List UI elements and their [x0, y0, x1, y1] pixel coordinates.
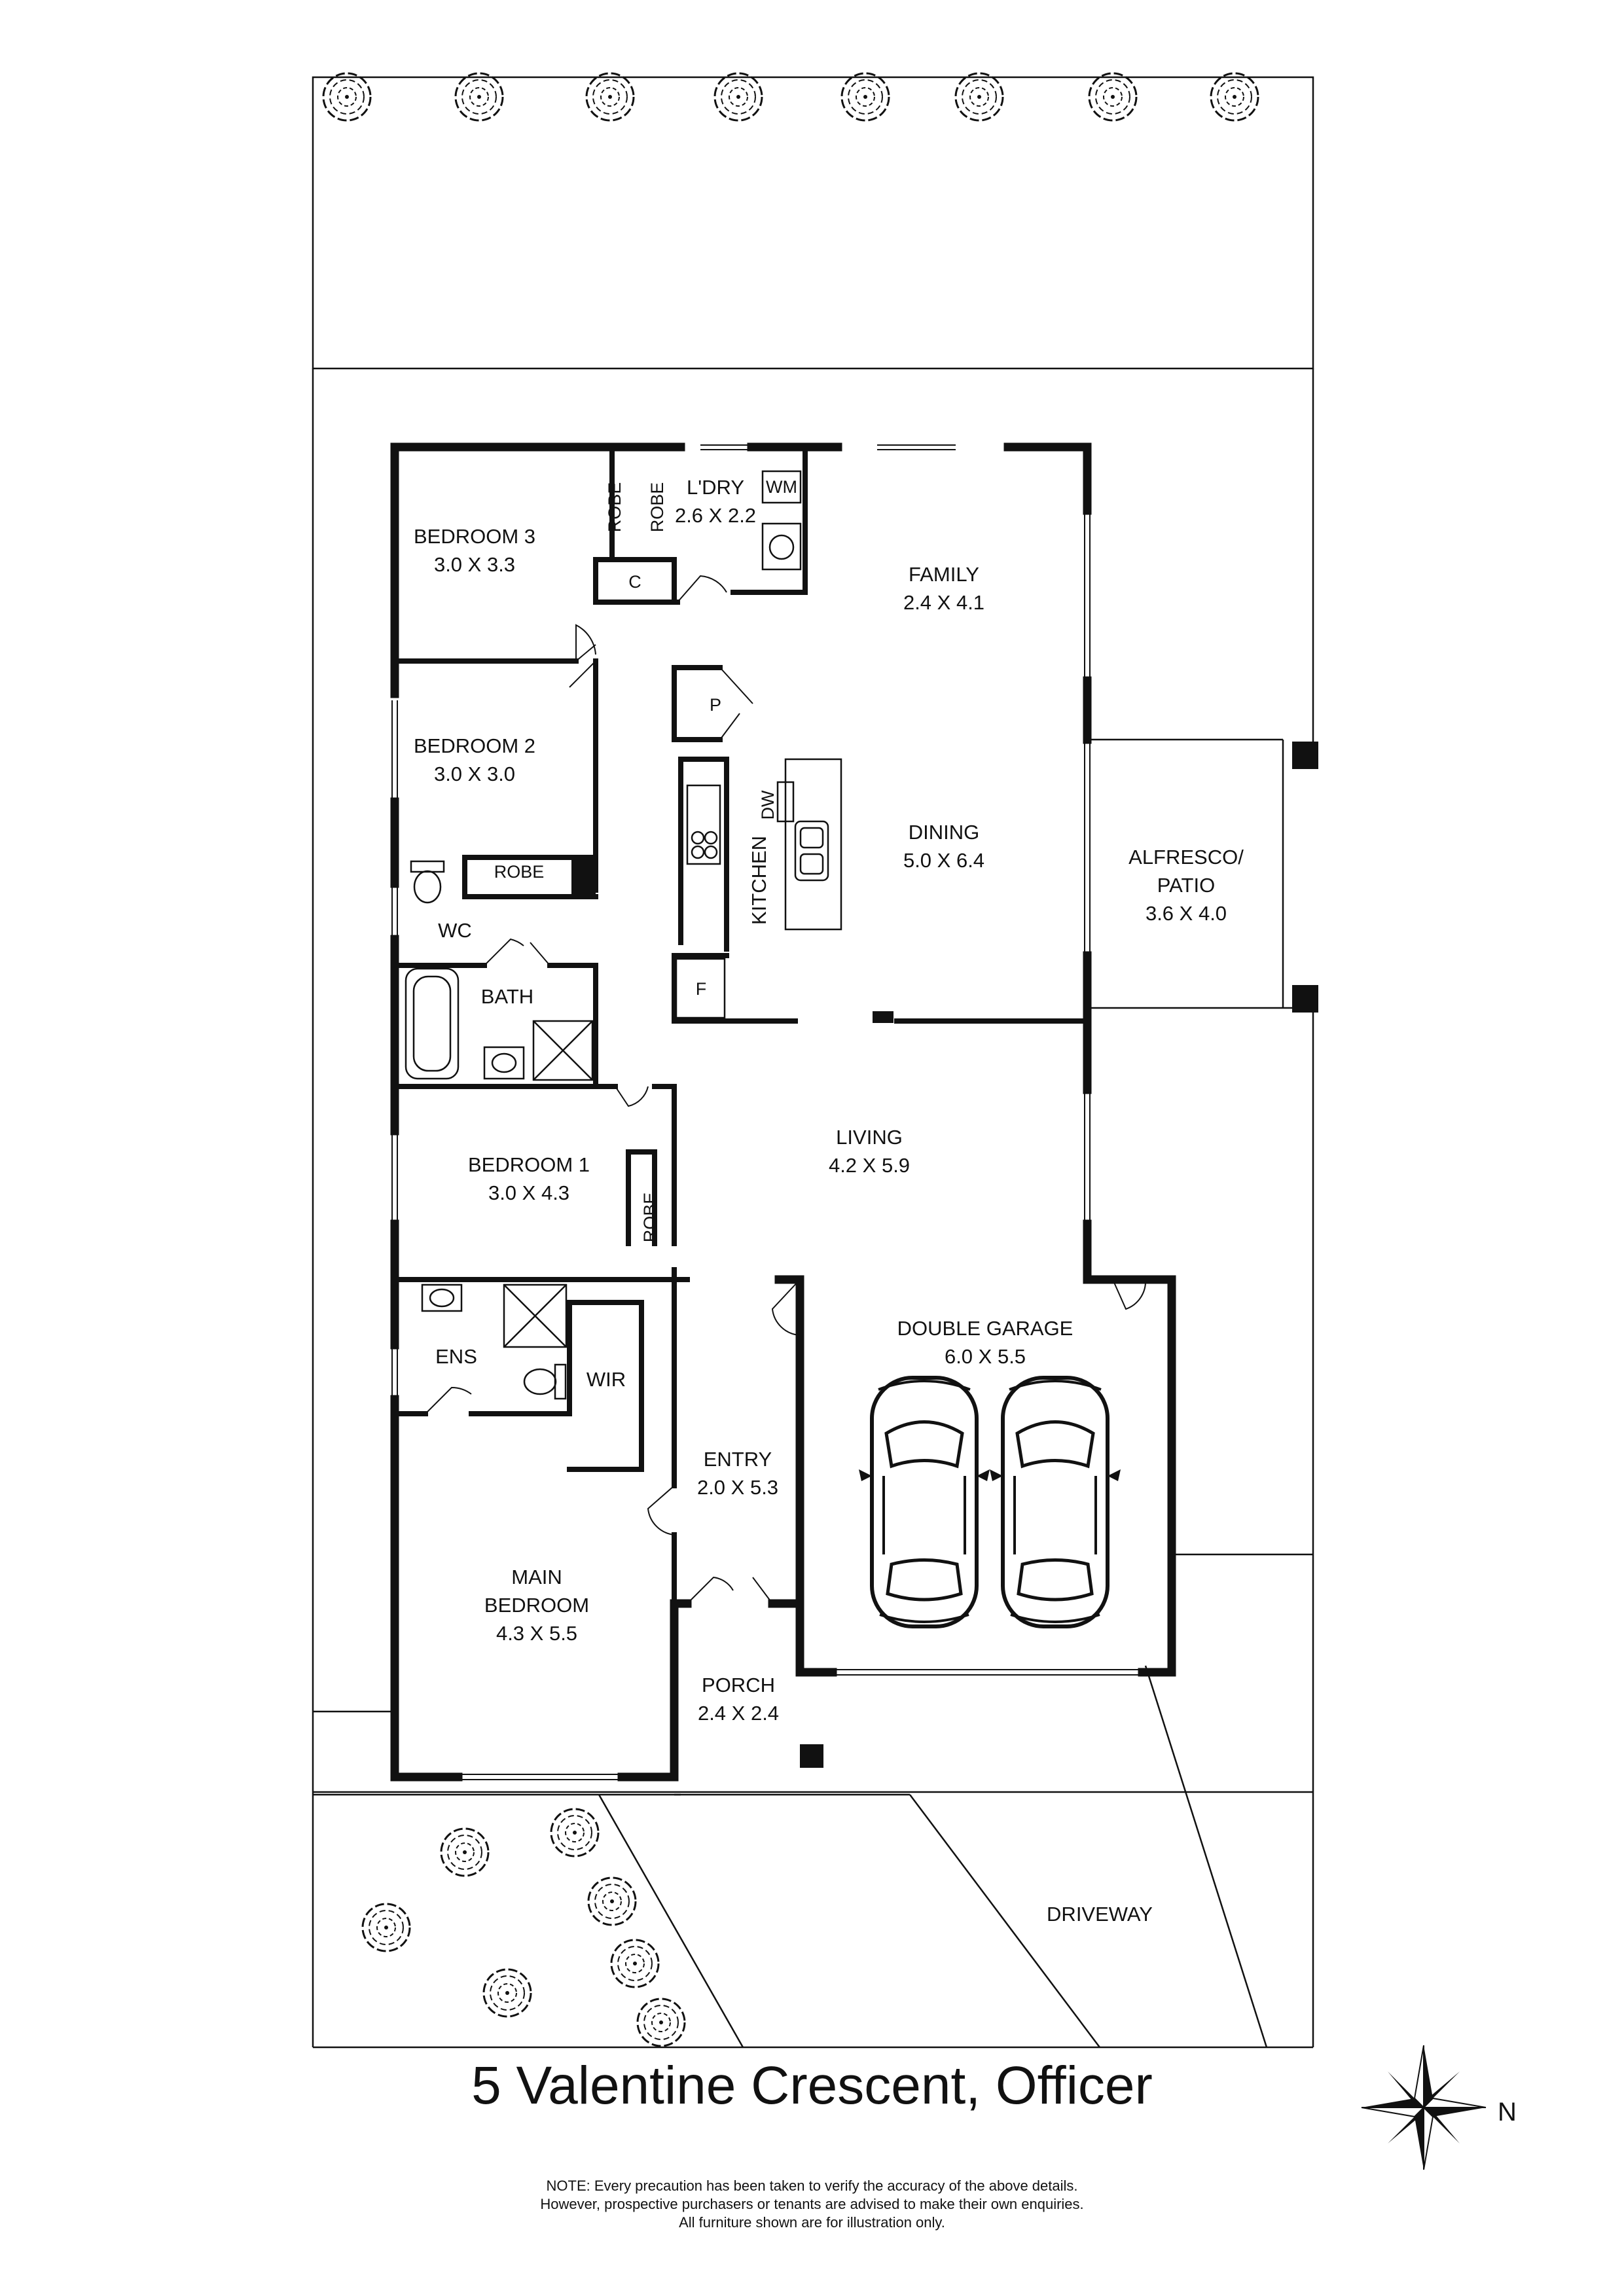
- laundry-trough: [761, 522, 802, 571]
- tree-icon: [610, 1939, 660, 1988]
- north-label: N: [1498, 2098, 1517, 2126]
- room-name-alfresco-1: ALFRESCO/: [1128, 846, 1244, 869]
- site-boundary: [312, 76, 1314, 2049]
- tree-icon: [1088, 72, 1138, 122]
- fridge-space: [675, 958, 726, 1019]
- robe-label: ROBE: [640, 1193, 660, 1243]
- room-size-living: 4.2 X 5.9: [829, 1154, 910, 1177]
- wm-label: WM: [766, 477, 797, 497]
- area-name-driveway: DRIVEWAY: [1047, 1903, 1153, 1926]
- room-name-dining: DINING: [909, 821, 980, 844]
- room-size-bedroom2: 3.0 X 3.0: [434, 762, 515, 785]
- fixture-labels: ROBE ROBE ROBE ROBE WM C P DW F: [494, 477, 797, 1242]
- washing-machine: [761, 470, 802, 504]
- room-name-wir: WIR: [586, 1368, 626, 1391]
- room-name-bath: BATH: [481, 985, 533, 1008]
- compass-rose-icon: [1361, 2045, 1487, 2170]
- room-size-bedroom1: 3.0 X 4.3: [488, 1181, 569, 1204]
- room-size-bedroom3: 3.0 X 3.3: [434, 553, 515, 576]
- room-name-bedroom1: BEDROOM 1: [468, 1153, 590, 1176]
- dishwasher: [776, 781, 795, 823]
- tree-cluster-front: [361, 1808, 686, 2047]
- tree-icon: [954, 72, 1004, 122]
- bath-vanity: [483, 1046, 525, 1080]
- tree-icon: [585, 72, 635, 122]
- robe-label: ROBE: [647, 482, 667, 533]
- car-icon: [990, 1378, 1121, 1626]
- robe-label: ROBE: [605, 482, 624, 533]
- room-size-family: 2.4 X 4.1: [903, 591, 984, 614]
- room-name-main-bedroom-1: MAIN: [511, 1566, 562, 1588]
- room-name-ens: ENS: [435, 1345, 477, 1368]
- fixtures: [405, 470, 842, 1400]
- pantry-label: P: [710, 695, 721, 715]
- room-name-laundry: L'DRY: [687, 476, 744, 499]
- structural-columns: [571, 742, 1318, 1768]
- interior-walls: [392, 444, 1090, 1606]
- tree-icon: [482, 1968, 532, 2018]
- tree-icon: [1210, 72, 1259, 122]
- room-size-laundry: 2.6 X 2.2: [675, 504, 756, 527]
- room-size-garage: 6.0 X 5.5: [945, 1345, 1026, 1368]
- room-name-living: LIVING: [836, 1126, 903, 1149]
- exterior-walls: [390, 442, 1176, 1782]
- tree-icon: [587, 1876, 637, 1926]
- cupboard-label: C: [628, 572, 641, 592]
- disclaimer-line: NOTE: Every precaution has been taken to…: [546, 2178, 1078, 2194]
- room-name-bedroom3: BEDROOM 3: [414, 525, 535, 548]
- property-address: 5 Valentine Crescent, Officer: [471, 2056, 1153, 2115]
- robe-label: ROBE: [494, 862, 545, 882]
- cooktop: [686, 784, 721, 865]
- sink: [794, 820, 829, 882]
- car-icon: [859, 1378, 990, 1626]
- tree-icon: [440, 1827, 490, 1877]
- bathtub: [405, 967, 460, 1080]
- tree-icon: [322, 72, 372, 122]
- ens-shower: [503, 1283, 568, 1348]
- disclaimer-note: NOTE: Every precaution has been taken to…: [0, 2177, 1624, 2232]
- room-name-wc: WC: [438, 919, 472, 942]
- tree-icon: [454, 72, 504, 122]
- shower: [532, 1020, 594, 1081]
- room-name-porch: PORCH: [702, 1674, 775, 1696]
- tree-icon: [713, 72, 763, 122]
- room-name-family: FAMILY: [909, 563, 979, 586]
- ens-vanity: [421, 1283, 463, 1312]
- ens-toilet: [523, 1368, 557, 1395]
- disclaimer-line: However, prospective purchasers or tenan…: [540, 2196, 1084, 2212]
- room-size-dining: 5.0 X 6.4: [903, 849, 984, 872]
- room-labels: BEDROOM 3 3.0 X 3.3 BEDROOM 2 3.0 X 3.0 …: [414, 476, 1244, 1926]
- fridge-label: F: [696, 979, 707, 999]
- kitchen-island: [784, 758, 842, 931]
- trough-basin: [768, 534, 795, 560]
- room-size-alfresco: 3.6 X 4.0: [1146, 902, 1227, 925]
- room-size-porch: 2.4 X 2.4: [698, 1702, 779, 1725]
- room-name-garage: DOUBLE GARAGE: [897, 1317, 1074, 1340]
- disclaimer-line: All furniture shown are for illustration…: [679, 2214, 945, 2231]
- room-size-main-bedroom: 4.3 X 5.5: [496, 1622, 577, 1645]
- wc-cistern: [410, 860, 445, 873]
- doors: [425, 575, 1147, 1604]
- room-name-kitchen: KITCHEN: [748, 836, 770, 925]
- toilet: [413, 870, 442, 904]
- tree-icon: [550, 1808, 600, 1857]
- tree-icon: [840, 72, 890, 122]
- tree-row-top: [322, 72, 1259, 122]
- room-name-main-bedroom-2: BEDROOM: [484, 1594, 589, 1617]
- room-name-alfresco-2: PATIO: [1157, 874, 1215, 897]
- room-name-bedroom2: BEDROOM 2: [414, 734, 535, 757]
- room-name-entry: ENTRY: [704, 1448, 772, 1471]
- tree-icon: [636, 1998, 686, 2047]
- ens-cistern: [554, 1363, 567, 1400]
- tree-icon: [361, 1903, 411, 1952]
- windows: [391, 444, 1142, 1780]
- room-size-entry: 2.0 X 5.3: [697, 1476, 778, 1499]
- dishwasher-label: DW: [758, 790, 778, 819]
